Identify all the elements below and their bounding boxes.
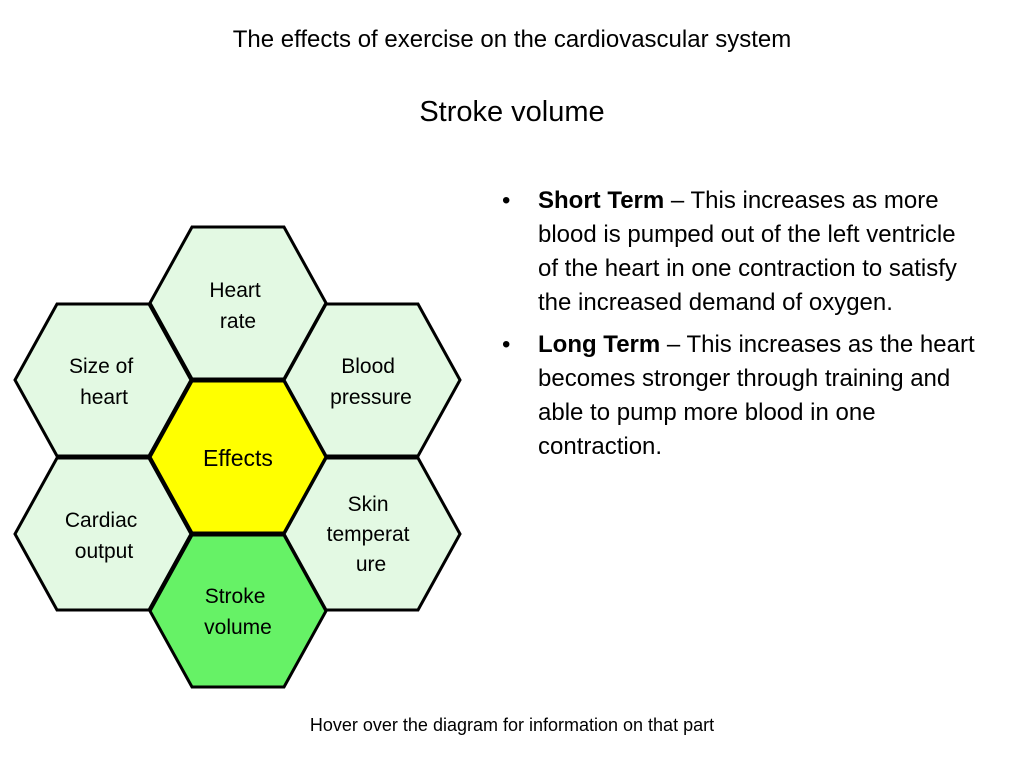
bullet-text: – This increases as more blood is pumped… (538, 187, 957, 316)
hex-size-of-heart-line-1: Size of (69, 355, 133, 378)
bullet-text: – This increases as the heart becomes st… (538, 331, 975, 460)
hex-size-of-heart-label: Size of heart (69, 355, 139, 409)
bullet-short-term: • Short Term – This increases as more bl… (500, 184, 980, 320)
hex-skin-temperature-line-1: Skin (348, 493, 389, 516)
hex-stroke-volume-line-2: volume (204, 616, 272, 639)
slide-title: The effects of exercise on the cardiovas… (232, 26, 792, 53)
hex-heart-rate-line-1: Heart (209, 279, 261, 302)
hex-skin-temperature[interactable]: Skin temperat ure (282, 456, 462, 612)
hex-blood-pressure[interactable]: Blood pressure (282, 302, 462, 458)
hex-cardiac-output-line-2: output (75, 540, 134, 563)
hex-effects-label: Effects (203, 445, 273, 471)
bullet-marker: • (502, 187, 511, 214)
hex-skin-temperature-line-3: ure (356, 553, 386, 576)
hex-cardiac-output-label: Cardiac output (65, 509, 143, 563)
hex-cardiac-output[interactable]: Cardiac output (13, 456, 193, 612)
hex-effects-line-1: Effects (203, 445, 273, 471)
footer-note: Hover over the diagram for information o… (309, 715, 715, 735)
hex-cardiac-output-line-1: Cardiac (65, 509, 137, 532)
hex-stroke-volume[interactable]: Stroke volume (148, 533, 328, 689)
hex-stroke-volume-line-1: Stroke (205, 585, 266, 608)
bullet-list: • Short Term – This increases as more bl… (500, 184, 980, 472)
hex-blood-pressure-line-1: Blood (341, 355, 395, 378)
bullet-long-term: • Long Term – This increases as the hear… (500, 328, 980, 464)
hex-stroke-volume-shape[interactable] (148, 533, 328, 689)
bullet-marker: • (502, 331, 511, 358)
hex-blood-pressure-label: Blood pressure (330, 355, 412, 409)
slide-subtitle: Stroke volume (419, 96, 605, 128)
hex-skin-temperature-label: Skin temperat ure (327, 493, 416, 576)
hex-blood-pressure-line-2: pressure (330, 386, 412, 409)
hex-skin-temperature-line-2: temperat (327, 523, 410, 546)
hex-size-of-heart[interactable]: Size of heart (13, 302, 193, 458)
bullet-term: Long Term (538, 331, 661, 358)
hex-heart-rate-label: Heart rate (209, 279, 266, 333)
hex-size-of-heart-line-2: heart (80, 386, 128, 409)
bullet-term: Short Term (538, 187, 665, 214)
hex-heart-rate-line-2: rate (220, 310, 256, 333)
hex-stroke-volume-label: Stroke volume (204, 585, 272, 639)
